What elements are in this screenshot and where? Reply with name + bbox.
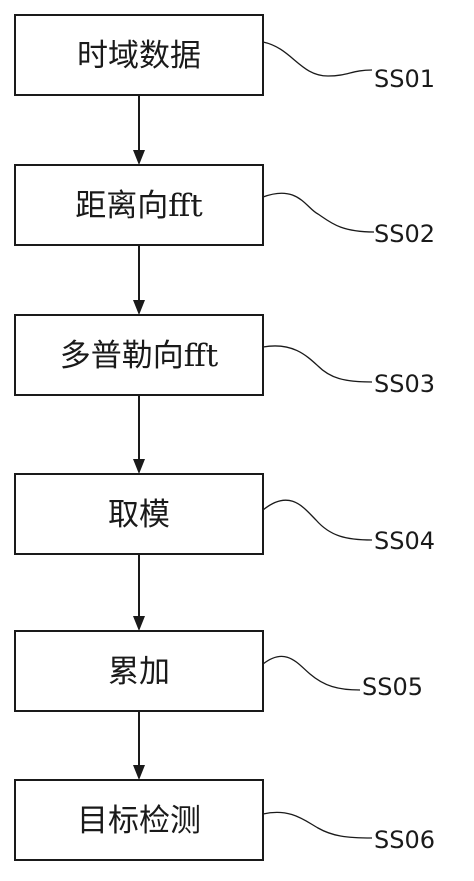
ref-label-6: SS06 [374,826,435,854]
leader-line-2 [262,192,375,233]
step-3: 多普勒向fft SS03 [14,314,435,398]
ref-label-4: SS04 [374,527,435,555]
arrow-1 [133,95,145,165]
arrow-head-3 [133,459,145,474]
step-5: 累加 SS05 [14,630,423,712]
leader-line-1 [262,41,373,77]
ref-label-5: SS05 [362,673,423,701]
step-label-5: 累加 [108,654,170,690]
arrow-4 [133,554,145,631]
arrow-head-4 [133,616,145,631]
step-label-1: 时域数据 [77,38,201,74]
ref-label-1: SS01 [374,65,435,93]
step-label-6: 目标检测 [77,803,201,839]
step-box-5 [14,630,264,712]
leader-line-6 [262,811,373,839]
arrow-head-1 [133,150,145,165]
step-box-2 [14,164,264,246]
step-4: 取模 SS04 [14,473,435,555]
ref-label-3: SS03 [374,370,435,398]
step-label-3: 多普勒向fft [60,338,219,374]
leader-line-3 [262,345,373,383]
arrow-head-2 [133,300,145,315]
step-label-4: 取模 [108,497,170,533]
leader-line-4 [262,499,373,541]
ref-label-2: SS02 [374,220,435,248]
arrow-3 [133,395,145,474]
step-6: 目标检测 SS06 [14,779,435,861]
step-box-1 [14,14,264,96]
arrow-2 [133,245,145,315]
step-box-3 [14,314,264,396]
arrow-head-5 [133,765,145,780]
step-box-6 [14,779,264,861]
step-label-2: 距离向fft [75,188,203,224]
step-2: 距离向fft SS02 [14,164,435,248]
arrow-5 [133,711,145,780]
step-1: 时域数据 SS01 [14,14,435,96]
leader-line-5 [262,655,361,691]
